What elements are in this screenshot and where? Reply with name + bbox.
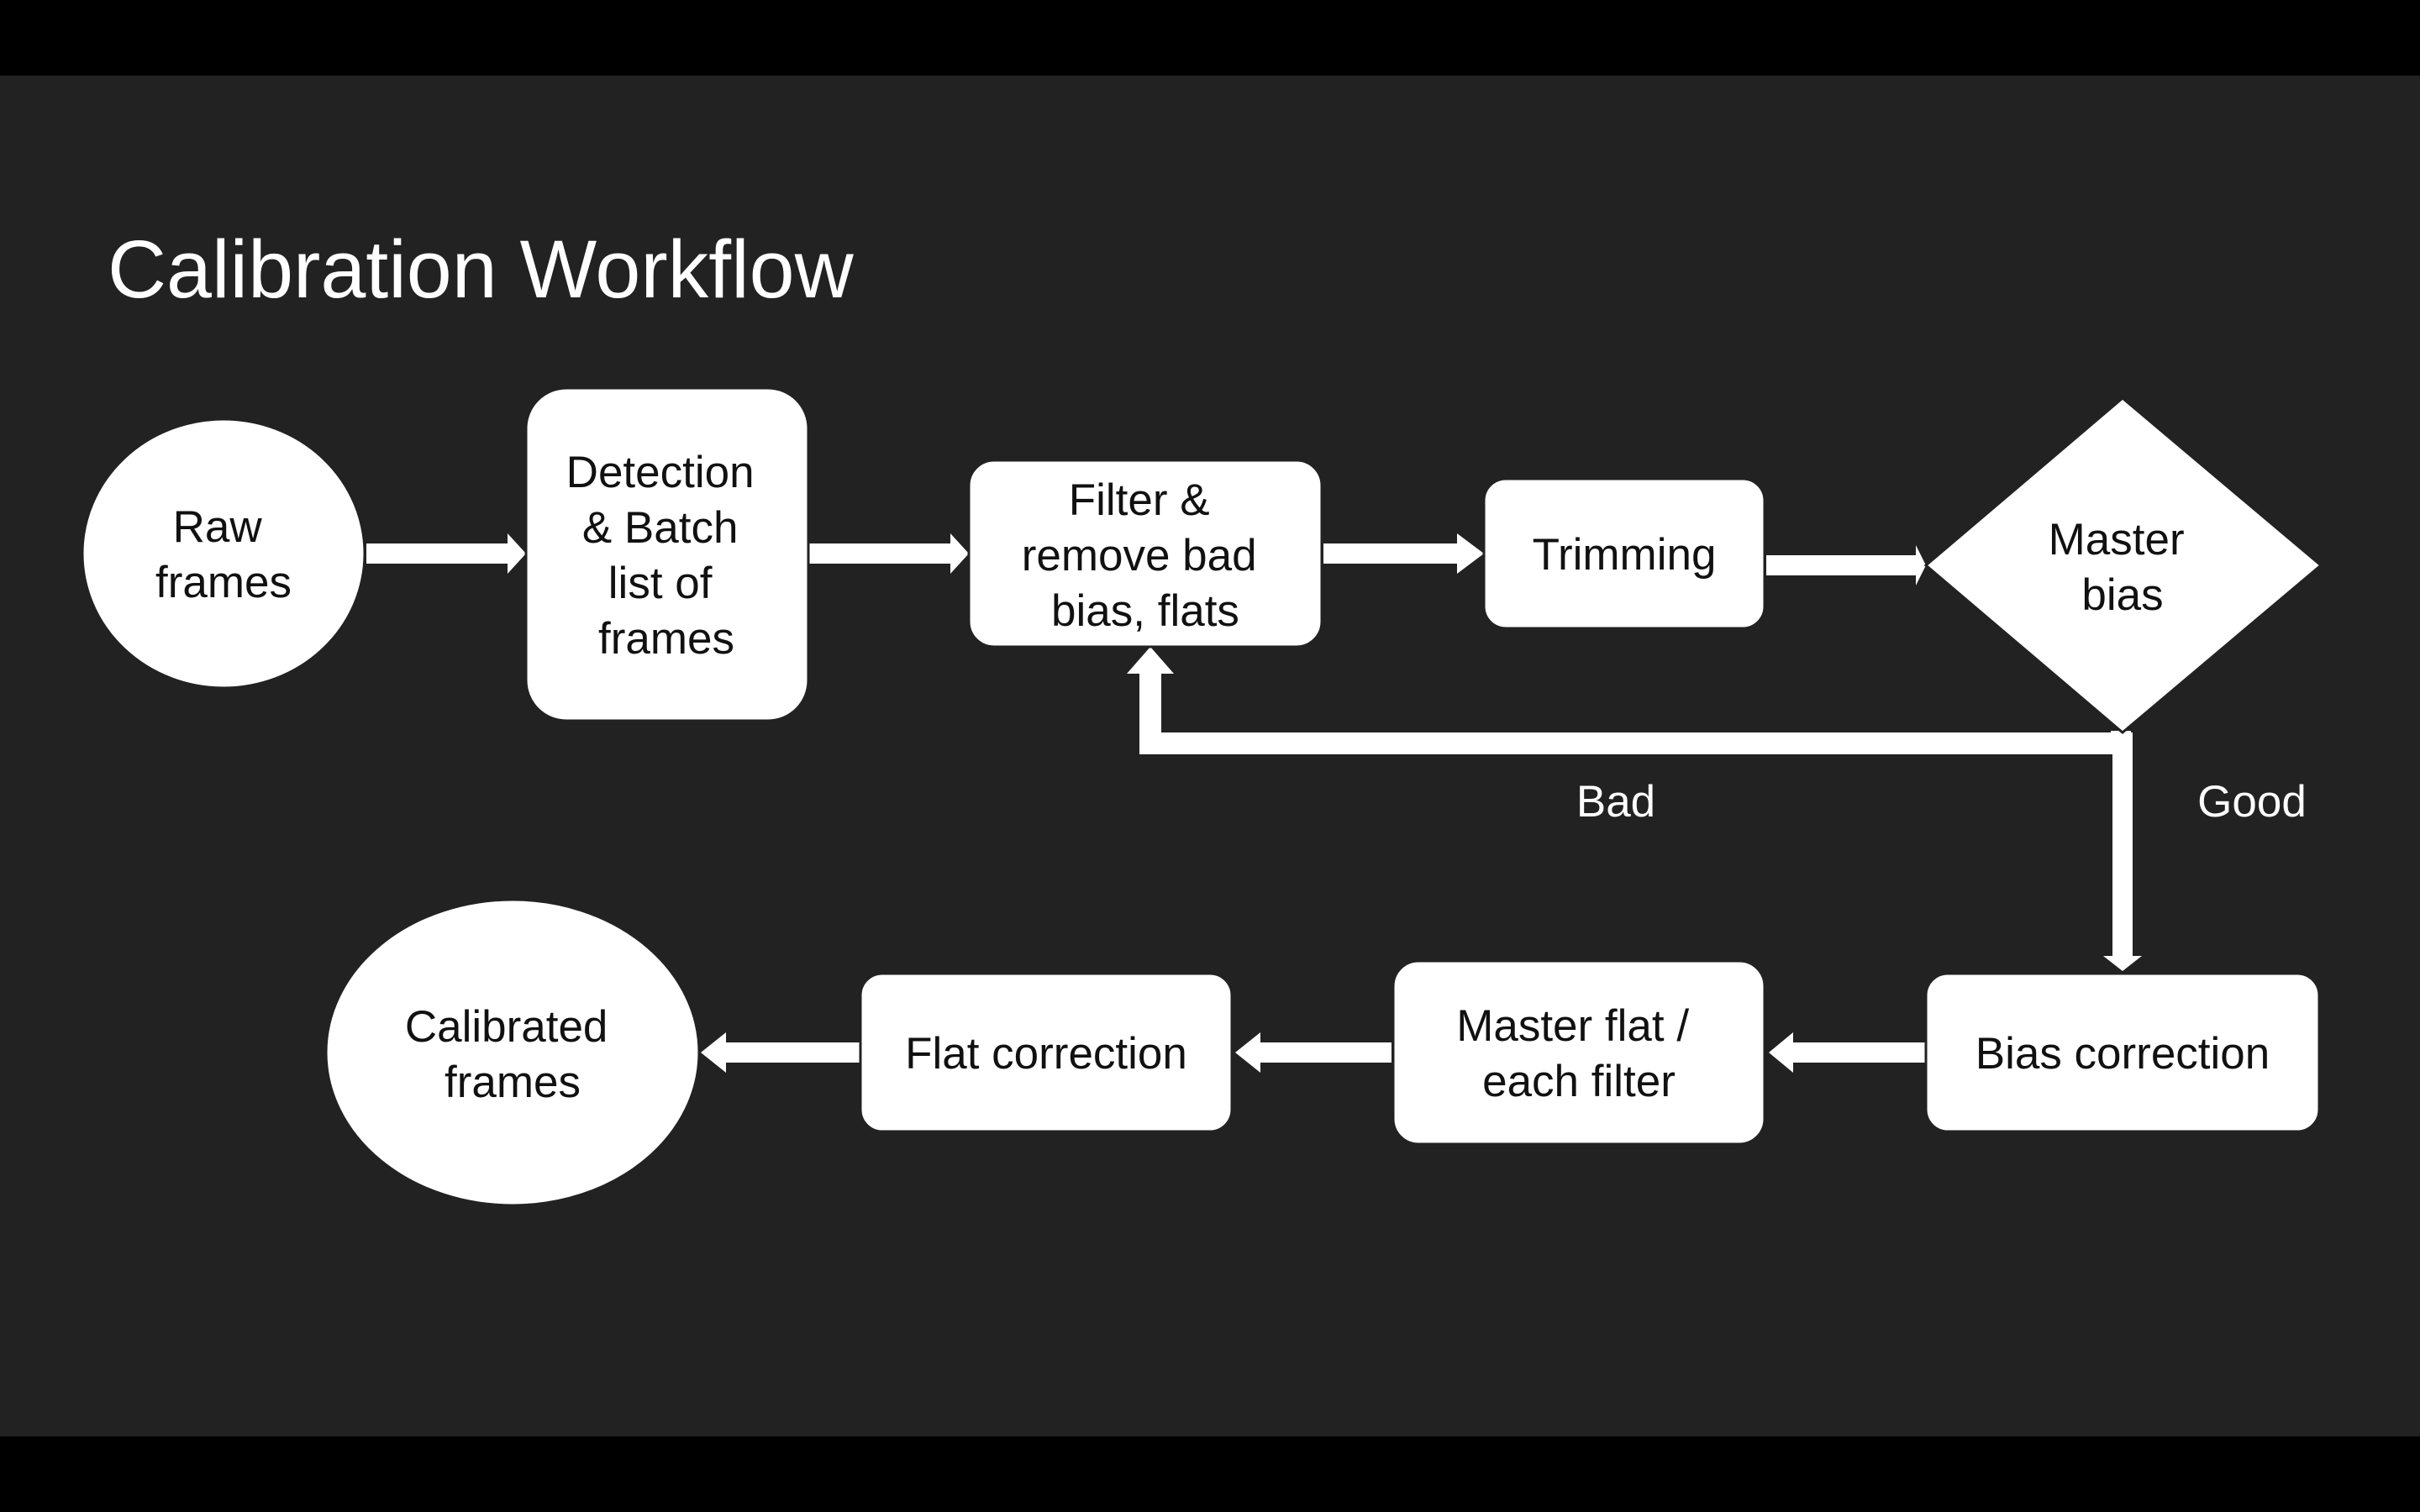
node-detection-batch-text: Detection & Batch list of frames xyxy=(566,448,767,664)
node-detection-line-2: & Batch xyxy=(582,503,739,553)
node-filter-line-1: Filter & xyxy=(1069,475,1210,525)
node-calibrated-frames-text: Calibrated frames xyxy=(405,1002,620,1107)
node-calibrated-frames-line-1: Calibrated xyxy=(405,1002,608,1052)
node-flat-correction: Flat correction xyxy=(859,972,1234,1133)
arrow-master-flat-to-flat-correction xyxy=(1235,1032,1392,1073)
node-filter-line-2: remove bad xyxy=(1022,531,1257,580)
node-master-flat-line-2: each filter xyxy=(1482,1057,1676,1106)
node-filter-line-3: bias, flats xyxy=(1051,586,1239,636)
node-master-flat-line-1: Master flat / xyxy=(1456,1001,1689,1051)
page-title: Calibration Workflow xyxy=(108,223,855,315)
arrow-bias-correction-to-master-flat xyxy=(1769,1032,1926,1073)
edge-label-good: Good xyxy=(2197,777,2307,827)
node-detection-batch: Detection & Batch list of frames xyxy=(524,386,810,722)
slide-background xyxy=(0,76,2420,1436)
node-master-bias-text: Master bias xyxy=(2049,515,2197,620)
node-trimming: Trimming xyxy=(1482,477,1766,630)
arrow-master-bias-to-filter-bad xyxy=(1127,647,2131,754)
node-master-flat: Master flat / each filter xyxy=(1392,959,1766,1146)
node-raw-frames: Raw frames xyxy=(81,417,366,690)
arrow-detection-to-filter xyxy=(809,533,969,574)
node-trimming-text: Trimming xyxy=(1533,530,1717,580)
arrow-raw-to-detection xyxy=(366,533,526,574)
arrow-flat-correction-to-calibrated xyxy=(701,1032,862,1073)
arrow-filter-to-trimming xyxy=(1323,533,1484,574)
edge-label-bad: Bad xyxy=(1576,777,1655,827)
node-master-bias-line-1: Master xyxy=(2049,515,2185,564)
node-bias-correction: Bias correction xyxy=(1924,972,2321,1133)
node-raw-frames-line-1: Raw xyxy=(173,502,263,552)
node-filter-text: Filter & remove bad bias, flats xyxy=(1022,475,1270,636)
node-master-flat-text: Master flat / each filter xyxy=(1456,1001,1702,1106)
arrows xyxy=(366,533,2142,1073)
node-bias-correction-text: Bias correction xyxy=(1975,1029,2270,1079)
node-detection-line-1: Detection xyxy=(566,448,755,497)
node-flat-correction-text: Flat correction xyxy=(905,1029,1187,1079)
arrow-master-bias-to-bias-correction-good xyxy=(2103,732,2142,971)
node-detection-line-3: list of xyxy=(608,559,713,608)
node-raw-frames-text: Raw frames xyxy=(155,502,292,607)
node-calibrated-frames: Calibrated frames xyxy=(324,898,701,1207)
arrow-trimming-to-master-bias xyxy=(1766,545,1926,585)
node-detection-line-4: frames xyxy=(598,614,734,664)
node-raw-frames-line-2: frames xyxy=(155,558,292,607)
node-filter: Filter & remove bad bias, flats xyxy=(967,459,1323,648)
node-master-bias: Master bias xyxy=(1923,396,2323,734)
node-master-bias-line-2: bias xyxy=(2081,570,2163,620)
node-calibrated-frames-line-2: frames xyxy=(445,1058,581,1107)
